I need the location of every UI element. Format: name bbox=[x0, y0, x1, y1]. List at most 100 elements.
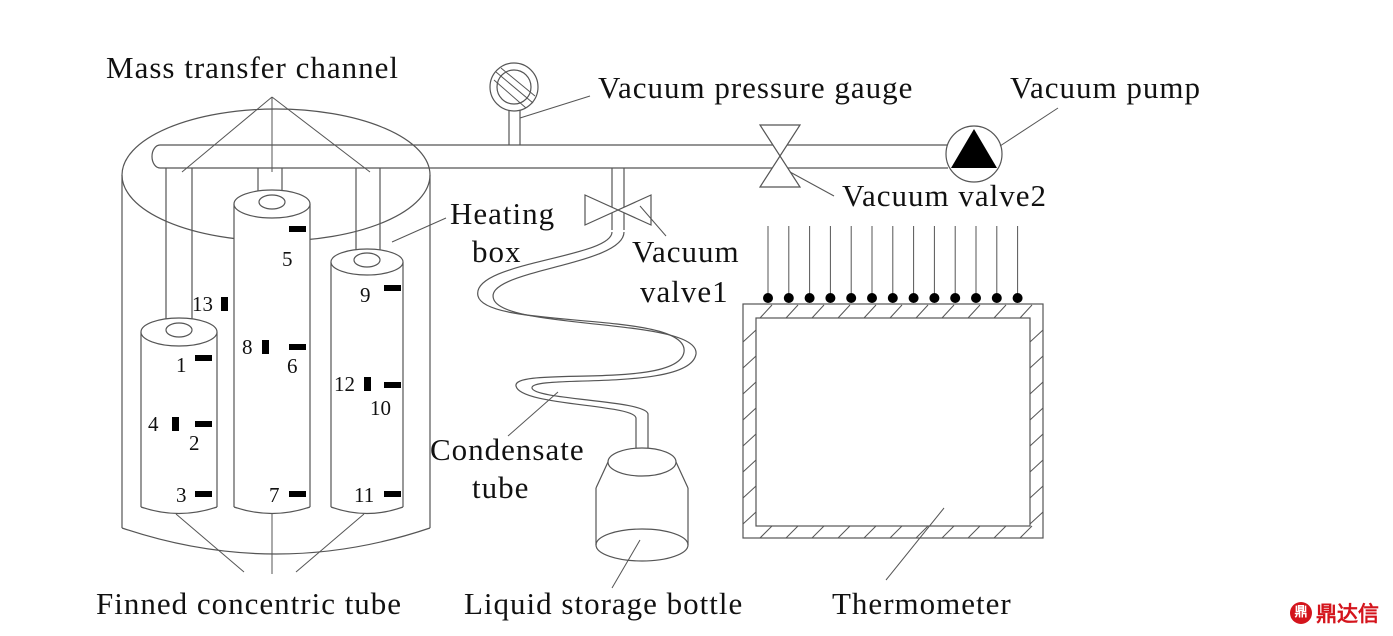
sensor-mark-6 bbox=[289, 344, 306, 350]
sensor-label-13: 13 bbox=[192, 292, 213, 316]
label-mass-transfer-channel: Mass transfer channel bbox=[106, 50, 399, 85]
probe-tip bbox=[783, 293, 794, 303]
hatch-line bbox=[915, 304, 929, 319]
hatch-line bbox=[1019, 525, 1033, 539]
liquid-storage-bottle bbox=[595, 447, 689, 562]
hatch-line bbox=[863, 304, 877, 319]
sensor-mark-11 bbox=[384, 491, 401, 497]
label-liquid-storage-bottle: Liquid storage bottle bbox=[464, 586, 743, 621]
sensor-label-3: 3 bbox=[176, 483, 187, 507]
label-vacuum-pump: Vacuum pump bbox=[1010, 70, 1201, 105]
hatch-line bbox=[759, 525, 773, 539]
probe-tip bbox=[1012, 293, 1023, 303]
vacuum-pump bbox=[945, 125, 1003, 183]
sensor-label-7: 7 bbox=[269, 483, 280, 507]
hatch-line bbox=[915, 525, 929, 539]
hatch-line bbox=[837, 304, 851, 319]
leader-lines bbox=[175, 95, 1059, 589]
sensor-mark-9 bbox=[384, 285, 401, 291]
hatch-line bbox=[967, 525, 981, 539]
hatch-line bbox=[1029, 381, 1044, 395]
thermometer-chamber bbox=[742, 226, 1044, 539]
hatch-line bbox=[742, 329, 757, 343]
hatch-line bbox=[993, 525, 1007, 539]
probe-tip bbox=[908, 293, 919, 303]
probe-tip bbox=[846, 293, 857, 303]
hatch-line bbox=[742, 459, 757, 473]
hatch-line bbox=[811, 525, 825, 539]
sensor-label-4: 4 bbox=[148, 412, 159, 436]
hatch-line bbox=[742, 511, 757, 525]
sensor-numbers: 1 2 3 4 5 6 7 8 9 10 11 12 13 bbox=[148, 247, 391, 507]
hatch-line bbox=[889, 304, 903, 319]
sensor-mark-10 bbox=[384, 382, 401, 388]
label-vacuum-valve2: Vacuum valve2 bbox=[842, 178, 1047, 213]
label-vacuum-pressure-gauge: Vacuum pressure gauge bbox=[598, 70, 913, 105]
label-heating-box-2: box bbox=[472, 234, 522, 269]
vacuum-valve2 bbox=[758, 124, 802, 188]
watermark-logo: 鼎 鼎达信 bbox=[1290, 598, 1379, 628]
labels: Mass transfer channel Vacuum pressure ga… bbox=[96, 50, 1201, 621]
sensor-mark-4 bbox=[172, 417, 179, 431]
hatch-line bbox=[742, 407, 757, 421]
hatch-line bbox=[1029, 329, 1044, 343]
sensor-label-5: 5 bbox=[282, 247, 293, 271]
label-finned-concentric-tube: Finned concentric tube bbox=[96, 586, 402, 621]
hatch-line bbox=[837, 525, 851, 539]
watermark-text: 鼎达信 bbox=[1316, 602, 1379, 626]
hatch-line bbox=[967, 304, 981, 319]
sensor-mark-13 bbox=[221, 297, 228, 311]
probe-tip bbox=[763, 293, 773, 303]
label-condensate-tube-1: Condensate bbox=[430, 432, 585, 467]
hatch-line bbox=[993, 304, 1007, 319]
sensor-mark-12 bbox=[364, 377, 371, 391]
probe-tip bbox=[929, 293, 940, 303]
label-vacuum-valve1-1: Vacuum bbox=[632, 234, 740, 269]
hatch-line bbox=[941, 304, 955, 319]
label-condensate-tube-2: tube bbox=[472, 470, 529, 505]
hatch-line bbox=[1029, 433, 1044, 447]
sensor-label-8: 8 bbox=[242, 335, 253, 359]
probe-tip bbox=[804, 293, 815, 303]
hatch-line bbox=[1019, 304, 1033, 319]
condensate-line bbox=[477, 168, 697, 448]
probe-tip bbox=[867, 293, 877, 303]
hatch-line bbox=[785, 525, 799, 539]
hatch-line bbox=[785, 304, 799, 319]
sensor-label-9: 9 bbox=[360, 283, 371, 307]
concentric-tube-middle bbox=[233, 189, 311, 515]
sensor-mark-2 bbox=[195, 421, 212, 427]
sensor-label-10: 10 bbox=[370, 396, 391, 420]
hatch-line bbox=[941, 525, 955, 539]
sensor-label-12: 12 bbox=[334, 372, 355, 396]
sensor-label-6: 6 bbox=[287, 354, 298, 378]
label-thermometer: Thermometer bbox=[832, 586, 1012, 621]
probe-tip bbox=[971, 293, 981, 303]
hatch-line bbox=[863, 525, 877, 539]
vacuum-pressure-gauge bbox=[489, 62, 539, 145]
label-vacuum-valve1-2: valve1 bbox=[640, 274, 729, 309]
sensor-mark-5 bbox=[289, 226, 306, 232]
hatch-line bbox=[742, 381, 757, 395]
sensor-label-2: 2 bbox=[189, 431, 200, 455]
hatch-line bbox=[1029, 459, 1044, 473]
sensor-mark-3 bbox=[195, 491, 212, 497]
probe-tip bbox=[887, 293, 898, 303]
probe-tip bbox=[825, 293, 836, 303]
main-vacuum-pipe bbox=[151, 144, 948, 169]
watermark-icon: 鼎 bbox=[1290, 602, 1312, 624]
hatch-line bbox=[742, 433, 757, 447]
label-heating-box-1: Heating bbox=[450, 196, 555, 231]
sensor-mark-7 bbox=[289, 491, 306, 497]
hatch-line bbox=[1029, 485, 1044, 499]
sensor-mark-8 bbox=[262, 340, 269, 354]
hatch-line bbox=[742, 355, 757, 369]
hatch-line bbox=[1029, 355, 1044, 369]
sensor-marks bbox=[172, 226, 401, 497]
vacuum-pump-icon bbox=[951, 129, 997, 168]
probe-tip bbox=[991, 293, 1002, 303]
sensor-mark-1 bbox=[195, 355, 212, 361]
hatch-line bbox=[1029, 511, 1044, 525]
sensor-label-11: 11 bbox=[354, 483, 374, 507]
